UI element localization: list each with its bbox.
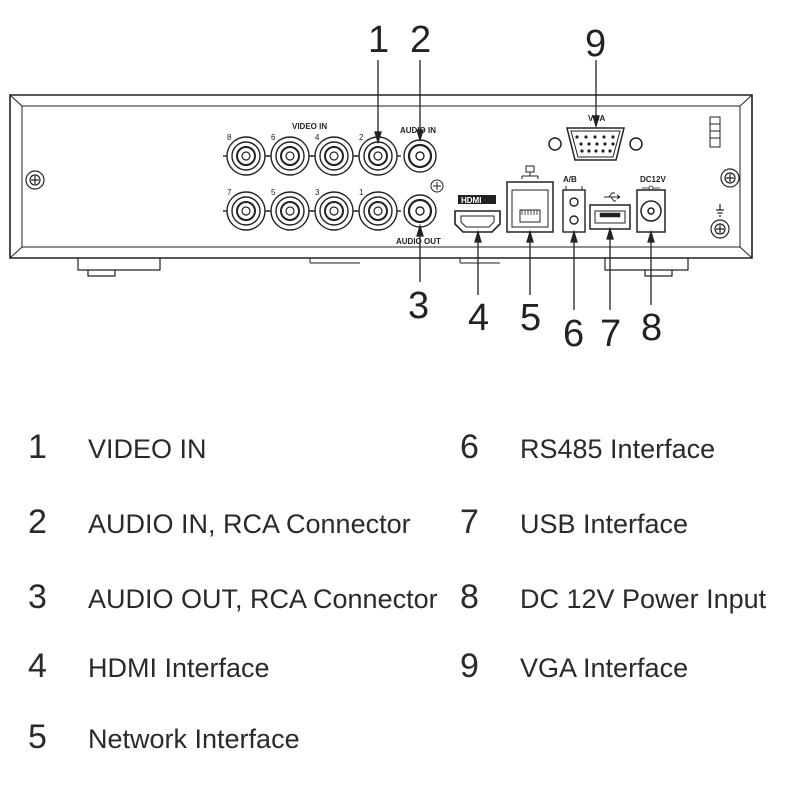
legend-item-6: 6 RS485 Interface [460,428,715,467]
bnc-port-number: 7 [227,188,232,197]
ground-symbol-icon [430,179,444,193]
legend-num: 5 [28,718,47,756]
bnc-video-port[interactable] [223,136,269,176]
hdmi-logo: HDMI [458,195,496,205]
video-in-label: VIDEO IN [292,122,327,131]
legend-text: USB Interface [520,509,689,539]
legend-item-9: 9 VGA Interface [460,647,688,686]
legend-item-5: 5 Network Interface [28,718,300,757]
callout-7: 7 [600,313,621,355]
legend-num: 9 [460,647,479,685]
legend-num: 1 [28,428,47,466]
callout-lines [374,60,655,310]
vga-port[interactable] [548,127,643,161]
bnc-port-number: 6 [271,133,276,142]
vga-pin [579,142,583,146]
callout-9: 9 [585,23,606,65]
usb-port[interactable] [589,204,631,230]
bnc-port-number: 8 [227,133,232,142]
left-screw-icon [25,170,45,190]
hdmi-port[interactable] [454,210,501,233]
bnc-video-port[interactable] [311,191,357,231]
bnc-video-port[interactable] [223,191,269,231]
vent-slots [709,116,721,148]
legend-num: 3 [28,578,47,616]
bnc-video-port[interactable] [267,191,313,231]
legend-item-7: 7 USB Interface [460,503,688,542]
dc-label: DC12V [640,175,666,184]
legend-item-8: 8 DC 12V Power Input [460,578,766,617]
legend-text: AUDIO IN, RCA Connector [88,509,411,539]
rs485-port[interactable] [562,186,586,233]
legend-text: HDMI Interface [88,653,270,683]
legend-text: Network Interface [88,724,300,754]
audio-in-port[interactable] [403,139,437,173]
legend-text: RS485 Interface [520,434,716,464]
vga-pin [601,149,605,153]
bnc-port-number: 3 [315,188,320,197]
dc-power-port[interactable] [636,189,666,233]
bnc-port-number: 2 [359,133,364,142]
polarity-icon [642,185,660,191]
dvr-rear-panel-diagram: VIDEO IN AUDIO IN AUDIO OUT VGA A/B DC12… [9,19,753,355]
bnc-port-number: 1 [359,188,364,197]
legend-num: 8 [460,578,479,616]
audio-out-port[interactable] [403,194,437,228]
legend-item-4: 4 HDMI Interface [28,647,270,686]
vga-pin [593,135,597,139]
bnc-video-port[interactable] [355,191,401,231]
legend-item-1: 1 VIDEO IN [28,428,207,467]
vga-pin [584,135,588,139]
right-screw-icon [720,168,740,188]
vga-pin [595,142,599,146]
svg-text:HDMI: HDMI [461,196,481,205]
vga-pin [587,149,591,153]
legend-num: 6 [460,428,479,466]
legend-num: 7 [460,503,479,541]
vga-pin [594,149,598,153]
vga-pin [611,142,615,146]
vga-pin [611,135,615,139]
legend-text: DC 12V Power Input [520,584,767,614]
vga-pin [575,135,579,139]
legend-num: 2 [28,503,47,541]
vga-pins [575,135,615,153]
callout-6: 6 [563,313,584,355]
network-icon [521,165,539,179]
bnc-video-port[interactable] [267,136,313,176]
callout-4: 4 [468,297,489,339]
callout-1: 1 [368,19,389,61]
vga-pin [603,142,607,146]
ground-screw-icon [710,204,730,239]
bnc-port-number: 4 [315,133,320,142]
bnc-video-port[interactable] [311,136,357,176]
legend-item-3: 3 AUDIO OUT, RCA Connector [28,578,438,617]
callout-5: 5 [520,297,541,339]
legend-text: VGA Interface [520,653,689,683]
vga-pin [608,149,612,153]
vga-pin [580,149,584,153]
audio-out-label: AUDIO OUT [396,237,441,246]
chassis [9,94,753,277]
usb-icon [604,192,621,202]
legend-item-2: 2 AUDIO IN, RCA Connector [28,503,411,542]
ab-label: A/B [563,175,577,184]
callout-3: 3 [408,285,429,327]
legend-num: 4 [28,647,47,685]
video-in-ports: 8 6 4 2 7 5 3 1 [223,133,401,231]
legend: 1 VIDEO IN 2 AUDIO IN, RCA Connector 3 A… [0,400,800,800]
network-port[interactable] [506,181,554,233]
vga-pin [587,142,591,146]
legend-text: VIDEO IN [88,434,207,464]
bnc-port-number: 5 [271,188,276,197]
vga-pin [602,135,606,139]
legend-text: AUDIO OUT, RCA Connector [88,584,438,614]
callout-8: 8 [641,307,662,349]
callout-2: 2 [410,19,431,61]
